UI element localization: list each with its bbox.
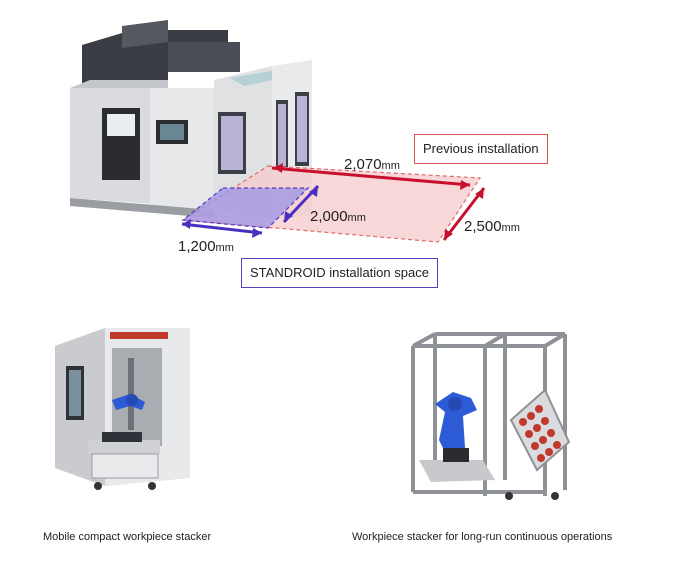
standroid-depth-label: 1,200mm	[178, 238, 234, 255]
previous-depth-value: 2,500	[464, 218, 502, 235]
previous-depth-unit: mm	[501, 222, 520, 234]
standroid-depth-unit: mm	[215, 242, 234, 254]
standroid-depth-value: 1,200	[178, 238, 216, 255]
previous-depth-label: 2,500mm	[464, 218, 520, 235]
standroid-dimension-lines	[181, 184, 320, 238]
previous-length-unit: mm	[381, 160, 400, 172]
previous-dimension-lines	[271, 163, 486, 241]
standroid-installation-callout: STANDROID installation space	[241, 258, 438, 288]
standroid-installation-zone	[181, 187, 310, 229]
mobile-stacker-illustration	[55, 328, 190, 490]
previous-length-value: 2,070	[344, 156, 382, 173]
long-run-stacker-illustration	[411, 332, 571, 500]
standroid-length-value: 2,000	[310, 208, 348, 225]
previous-length-label: 2,070mm	[344, 156, 400, 173]
standroid-length-unit: mm	[347, 212, 366, 224]
mobile-stacker-caption: Mobile compact workpiece stacker	[43, 531, 212, 543]
machine-tool-illustration	[70, 20, 312, 218]
standroid-length-label: 2,000mm	[310, 208, 366, 225]
installation-diagram	[70, 20, 486, 243]
long-run-stacker-caption: Workpiece stacker for long-run continuou…	[352, 531, 613, 543]
previous-installation-callout: Previous installation	[414, 134, 548, 164]
